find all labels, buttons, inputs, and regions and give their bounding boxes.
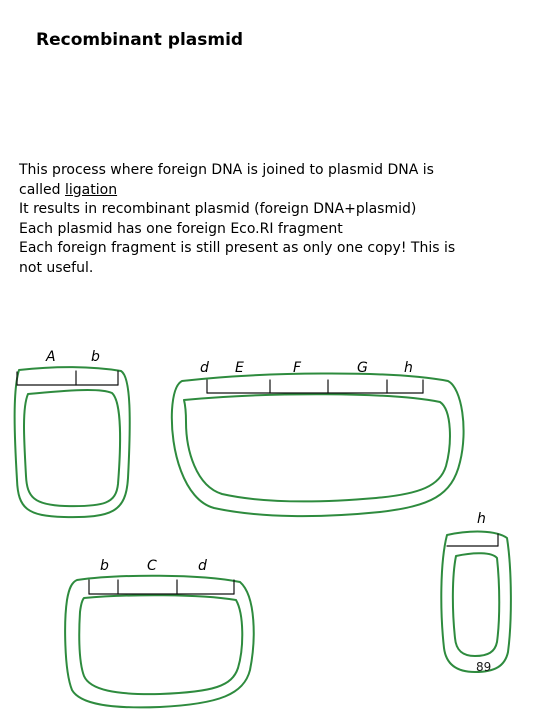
body-line-4: Each plasmid has one foreign Eco.RI frag… xyxy=(19,220,343,237)
plasmid-h-outer-ring xyxy=(440,530,512,673)
plasmid-h-insert xyxy=(446,533,499,547)
plasmid-h-inner-ring xyxy=(451,552,501,657)
plasmid-a-b-insert xyxy=(16,370,119,386)
plasmid-b-c-d: b C d xyxy=(64,558,255,709)
plasmid-a-b-inner-ring xyxy=(23,389,122,508)
plasmid-b-c-d-inner-ring xyxy=(78,594,244,696)
gene-label: d xyxy=(200,360,209,376)
body-line-6: not useful. xyxy=(19,259,94,276)
page-number: 89 xyxy=(476,660,492,674)
plasmid-a-b: A b xyxy=(13,349,131,519)
plasmid-a-b-outer-ring xyxy=(13,366,131,519)
plasmid-b-c-d-insert xyxy=(88,579,235,595)
plasmid-d-e-f-g-h-insert xyxy=(206,379,424,394)
plasmid-d-e-f-g-h: d E F G h xyxy=(170,360,465,518)
body-line-1: This process where foreign DNA is joined… xyxy=(19,162,434,178)
gene-label: b xyxy=(100,558,109,574)
gene-label: h xyxy=(404,360,413,376)
body-line-2: called ligation xyxy=(19,181,118,198)
ligation-term: ligation xyxy=(65,181,118,198)
plasmid-b-c-d-outer-ring xyxy=(64,574,255,709)
body-text: This process where foreign DNA is joined… xyxy=(19,161,524,278)
gene-label: h xyxy=(477,511,486,527)
plasmid-h: h xyxy=(440,511,512,673)
slide-title: Recombinant plasmid xyxy=(36,30,244,50)
gene-label: E xyxy=(235,360,244,376)
gene-label: C xyxy=(147,558,157,574)
plasmid-d-e-f-g-h-outer-ring xyxy=(170,372,465,518)
body-line-3: It results in recombinant plasmid (forei… xyxy=(19,201,417,217)
gene-label: d xyxy=(198,558,207,574)
gene-label: A xyxy=(45,349,56,365)
gene-label: b xyxy=(91,349,100,365)
plasmid-d-e-f-g-h-inner-ring xyxy=(183,393,451,503)
body-line-5: Each foreign fragment is still present a… xyxy=(19,240,456,256)
gene-label: F xyxy=(293,360,302,376)
gene-label: G xyxy=(357,360,368,376)
